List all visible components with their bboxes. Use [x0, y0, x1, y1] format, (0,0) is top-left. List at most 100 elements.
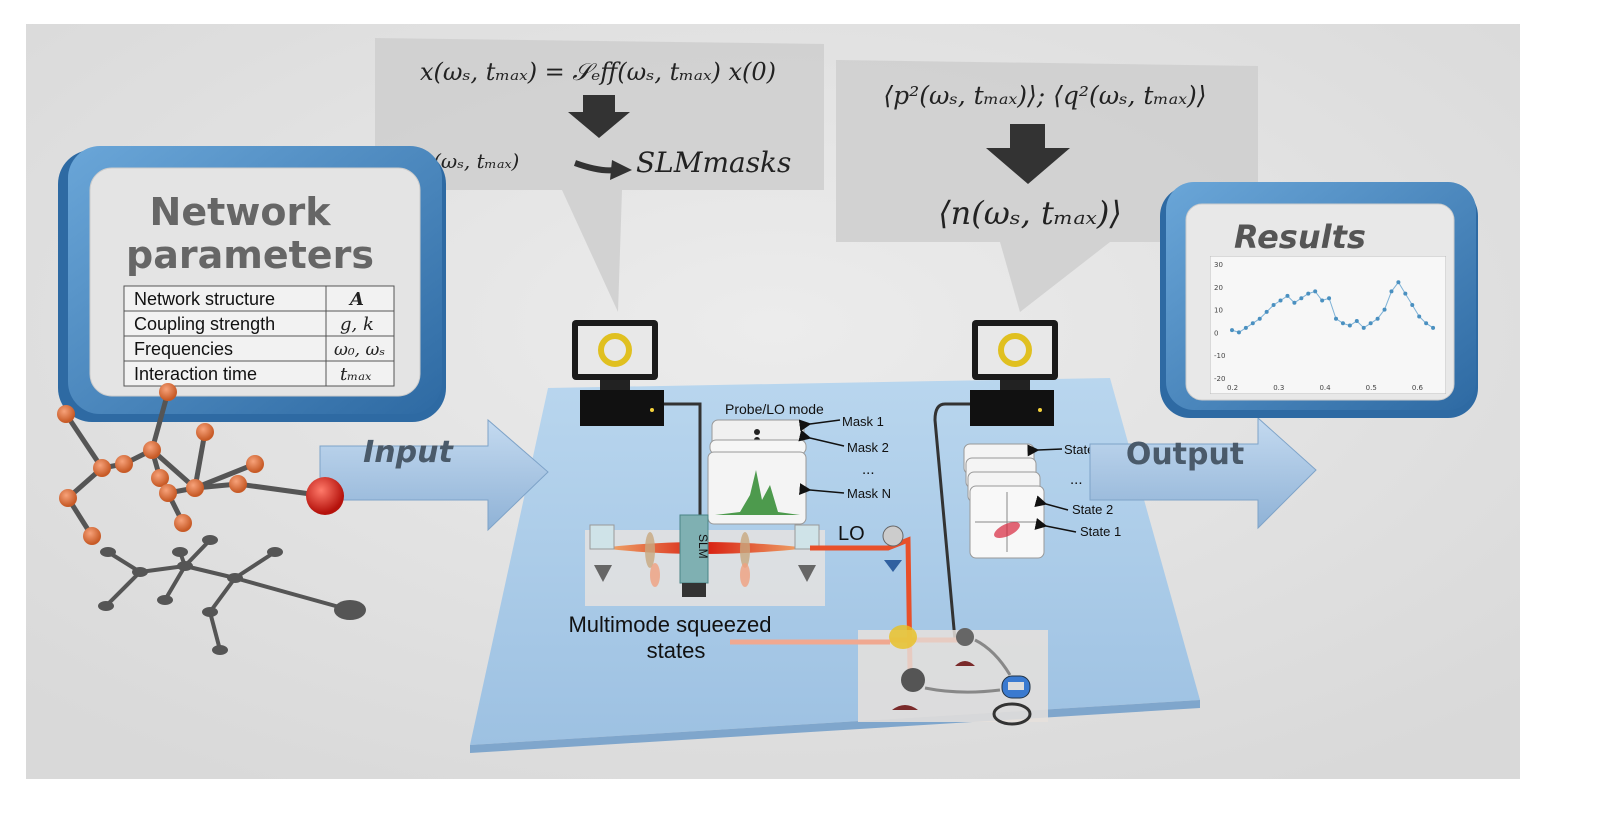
data-point: [1424, 321, 1429, 326]
network-nodes: [57, 383, 344, 545]
oscillator-cavity: SLM: [585, 514, 825, 606]
data-point: [1285, 293, 1290, 298]
graph-node: [83, 527, 101, 545]
slm-label: SLM: [696, 534, 710, 559]
parameters-table: Network structure A Coupling strength g,…: [123, 285, 395, 387]
computer-right: [970, 320, 1058, 426]
beam-splitter: [889, 625, 917, 649]
y-tick-label: 30: [1214, 261, 1223, 269]
graph-node: [151, 469, 169, 487]
callout-left: x(ωₛ, tₘₐₓ) = 𝒮ₑff(ωₛ, tₘₐₓ) x(0) R₁(ωₛ,…: [375, 38, 824, 312]
mask-profile: [715, 470, 800, 515]
equation-evolution: x(ωₛ, tₘₐₓ) = 𝒮ₑff(ωₛ, tₘₐₓ) x(0): [420, 58, 776, 86]
data-point: [1368, 321, 1373, 326]
down-arrow-icon: [986, 124, 1070, 184]
squeezed-label: Multimode squeezed states: [568, 612, 890, 663]
mask-label: Mask 2: [847, 440, 889, 455]
data-point: [1354, 319, 1359, 323]
data-point: [1292, 300, 1297, 305]
data-point: [1278, 298, 1283, 303]
wigner-state: [994, 521, 1020, 539]
data-point: [1264, 309, 1269, 314]
input-panel: Network parameters Network structure A C…: [58, 146, 446, 422]
x-tick-label: 0.2: [1227, 384, 1238, 392]
graph-node: [246, 455, 264, 473]
data-point: [1327, 296, 1332, 301]
x-tick-label: 0.4: [1319, 384, 1331, 392]
mask-label: Mask N: [847, 486, 891, 501]
data-point: [1396, 280, 1401, 285]
graph-node: [57, 405, 75, 423]
graph-node-highlight: [306, 477, 344, 515]
data-point: [1403, 291, 1408, 296]
y-tick-label: 0: [1214, 329, 1218, 337]
state-label: State 1: [1080, 524, 1121, 539]
callout-right: ⟨p²(ωₛ, tₘₐₓ)⟩; ⟨q²(ωₛ, tₘₐₓ)⟩ ⟨n(ωₛ, tₘ…: [836, 60, 1258, 312]
squeezed-line1: Multimode squeezed: [568, 612, 771, 637]
probe-lo-label: Probe/LO mode: [725, 401, 824, 417]
y-tick-label: -10: [1214, 352, 1225, 360]
slm-masks-term: SLMmasks: [636, 146, 791, 179]
state-ellipsis: ...: [1070, 471, 1083, 488]
data-point: [1431, 325, 1436, 330]
graph-node: [229, 475, 247, 493]
input-arrow-label: Input: [363, 435, 454, 470]
data-point: [1375, 316, 1380, 321]
table-cell: A: [348, 289, 364, 310]
lens: [740, 532, 750, 568]
data-point: [1257, 316, 1262, 321]
table-cell: ω₀, ωₛ: [334, 340, 385, 360]
mask-label: Mask 1: [842, 414, 884, 429]
state-label: State 2: [1072, 502, 1113, 517]
data-point: [1243, 325, 1248, 330]
table-row: Network structure: [134, 289, 275, 309]
data-point: [1417, 314, 1422, 319]
graph-node: [115, 455, 133, 473]
table-cell: tₘₐₓ: [340, 364, 372, 385]
graph-node: [174, 514, 192, 532]
squeezed-line2: states: [647, 638, 706, 663]
table-cell: g, k: [340, 314, 374, 335]
lo-label: LO: [838, 523, 865, 545]
data-point: [1361, 325, 1366, 330]
graph-node: [186, 479, 204, 497]
cable: [664, 402, 702, 520]
data-point: [1382, 307, 1387, 312]
results-title: Results: [1234, 218, 1366, 256]
mirror: [794, 524, 820, 550]
data-point: [1340, 321, 1345, 326]
graph-node: [143, 441, 161, 459]
y-tick-label: -20: [1214, 375, 1225, 383]
photon-number-result: ⟨n(ωₛ, tₘₐₓ)⟩: [938, 194, 1122, 232]
data-point: [1230, 328, 1234, 333]
quadrature-equation: ⟨p²(ωₛ, tₘₐₓ)⟩; ⟨q²(ωₛ, tₘₐₓ)⟩: [883, 81, 1206, 110]
x-tick-label: 0.3: [1273, 384, 1284, 392]
computer-left: [572, 320, 664, 426]
refresh-icon: [598, 333, 632, 367]
x-tick-label: 0.6: [1412, 384, 1424, 392]
cable: [933, 402, 970, 641]
lens: [645, 532, 655, 568]
data-point: [1236, 330, 1241, 335]
data-point: [1313, 289, 1318, 294]
y-tick-label: 10: [1214, 307, 1223, 315]
masks-stack: Probe/LO mode Mask 1 Mask 2 ... Mask N: [707, 401, 891, 525]
x-tick-label: 0.5: [1366, 384, 1377, 392]
mask-ellipsis: ...: [862, 461, 875, 478]
data-point: [1306, 291, 1311, 296]
graph-node: [196, 423, 214, 441]
mirror: [589, 524, 615, 550]
data-point: [1250, 321, 1255, 326]
down-arrow-icon: [568, 95, 630, 138]
table-row: Interaction time: [134, 364, 257, 384]
photodetector: [956, 628, 974, 646]
graph-node: [59, 489, 77, 507]
network-shadow-nodes: [98, 535, 366, 655]
data-point: [1271, 303, 1276, 308]
mirror-lo: [882, 525, 904, 547]
input-arrow: Input: [319, 418, 549, 532]
results-panel: Results 30 20 10 0 -10 -200.2 0.3 0.4 0.5 0.6: [1160, 182, 1478, 418]
output-arrow-label: Output: [1126, 437, 1244, 472]
y-tick-label: 20: [1214, 284, 1223, 292]
data-point: [1299, 296, 1304, 301]
